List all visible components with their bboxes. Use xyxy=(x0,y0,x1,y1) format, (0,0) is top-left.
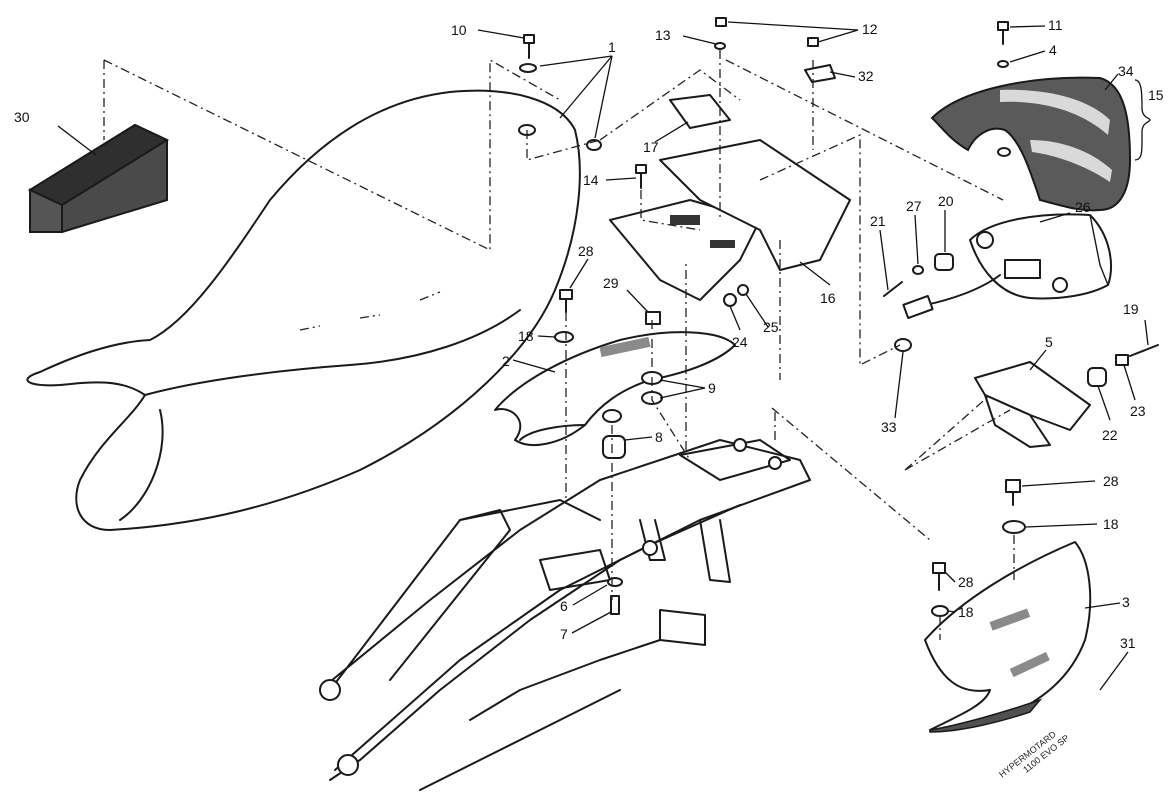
callout-18-left: 18 xyxy=(518,328,534,344)
callout-23: 23 xyxy=(1130,403,1146,419)
callout-labels: 10 1 13 12 11 4 32 34 15 30 17 14 26 20 … xyxy=(14,17,1164,651)
callout-1: 1 xyxy=(608,39,616,55)
callout-10: 10 xyxy=(451,22,467,38)
callout-14: 14 xyxy=(583,172,599,188)
callout-25: 25 xyxy=(763,319,779,335)
callout-29: 29 xyxy=(603,275,619,291)
callout-28-right: 28 xyxy=(1103,473,1119,489)
callout-18-lower: 18 xyxy=(958,604,974,620)
callout-26: 26 xyxy=(1075,199,1091,215)
seat xyxy=(26,89,581,531)
callout-28-lower: 28 xyxy=(958,574,974,590)
callout-11: 11 xyxy=(1048,17,1063,33)
callout-3: 3 xyxy=(1122,594,1130,610)
tail-cover-left xyxy=(494,331,736,446)
clip xyxy=(669,94,731,129)
callout-5: 5 xyxy=(1045,334,1053,350)
decal-text: HYPERMOTARD 1100 EVO SP xyxy=(997,729,1071,780)
callout-32: 32 xyxy=(858,68,874,84)
callout-15: 15 xyxy=(1148,87,1164,103)
callout-9: 9 xyxy=(708,380,716,396)
tail-cover-right xyxy=(924,541,1092,733)
assembly-lines xyxy=(103,50,1015,640)
callout-13: 13 xyxy=(655,27,671,43)
callout-21: 21 xyxy=(870,213,886,229)
callout-6: 6 xyxy=(560,598,568,614)
callout-4: 4 xyxy=(1049,42,1057,58)
leader-lines xyxy=(57,21,1151,691)
callout-18-right: 18 xyxy=(1103,516,1119,532)
callout-17: 17 xyxy=(643,139,659,155)
callout-12: 12 xyxy=(862,21,878,37)
callout-31: 31 xyxy=(1120,635,1136,651)
callout-30: 30 xyxy=(14,109,30,125)
callout-2: 2 xyxy=(502,353,510,369)
callout-28-left: 28 xyxy=(578,243,594,259)
callout-16: 16 xyxy=(820,290,836,306)
callout-24: 24 xyxy=(732,334,748,350)
license-bracket xyxy=(974,361,1091,448)
tail-bracket xyxy=(609,139,851,301)
callout-20: 20 xyxy=(938,193,954,209)
foam-block xyxy=(27,123,170,233)
callout-7: 7 xyxy=(560,626,568,642)
callout-27: 27 xyxy=(906,198,922,214)
callout-19: 19 xyxy=(1123,301,1139,317)
callout-8: 8 xyxy=(655,429,663,445)
callout-34: 34 xyxy=(1118,63,1134,79)
callout-33: 33 xyxy=(881,419,897,435)
tail-light xyxy=(902,213,1112,320)
rear-cowl xyxy=(930,76,1132,212)
callout-22: 22 xyxy=(1102,427,1118,443)
rear-subframe xyxy=(319,438,811,791)
